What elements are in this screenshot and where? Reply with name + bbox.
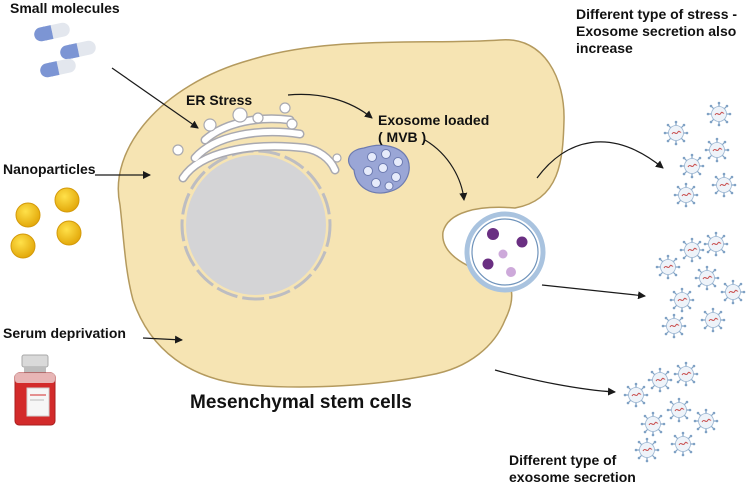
arrow-secretion-top [536, 141, 664, 179]
secreting-vesicle [464, 211, 546, 293]
label-nanoparticles: Nanoparticles [3, 161, 96, 177]
label-exosome-secretion-line1: Different type of [509, 452, 617, 468]
label-small-molecules: Small molecules [10, 0, 120, 16]
serum-bottle-icon [14, 354, 56, 426]
label-exosome-loaded-line1: Exosome loaded [378, 112, 490, 128]
arrow-secretion-middle [541, 284, 646, 300]
arrow-serum [142, 335, 183, 344]
arrow-secretion-bottom [494, 369, 616, 396]
label-different-stress: Different type of stress - Exosome secre… [576, 6, 737, 57]
nucleus [180, 149, 332, 301]
nanoparticle-icon [10, 187, 82, 259]
label-serum-deprivation: Serum deprivation [3, 325, 126, 341]
label-different-stress-line2: Exosome secretion also [576, 23, 737, 39]
label-er-stress: ER Stress [186, 92, 253, 108]
arrow-small-molecules [111, 67, 199, 129]
mvb-icon [347, 144, 410, 194]
arrow-er-to-mvb [287, 93, 373, 119]
label-exosome-secretion: Different type of exosome secretion [509, 452, 636, 486]
label-cell-name: Mesenchymal stem cells [190, 392, 412, 413]
endoplasmic-reticulum [172, 102, 342, 183]
label-different-stress-line1: Different type of stress - [576, 6, 738, 22]
exosome-icon [623, 101, 746, 463]
arrow-mvb-to-vesicle [424, 139, 468, 201]
label-exosome-secretion-line2: exosome secretion [509, 469, 636, 485]
arrows [95, 67, 664, 396]
label-exosome-loaded-line2: ( MVB ) [378, 129, 427, 145]
label-exosome-loaded: Exosome loaded ( MVB ) [378, 112, 489, 146]
pill-icon [34, 22, 96, 78]
label-different-stress-line3: increase [576, 40, 633, 56]
